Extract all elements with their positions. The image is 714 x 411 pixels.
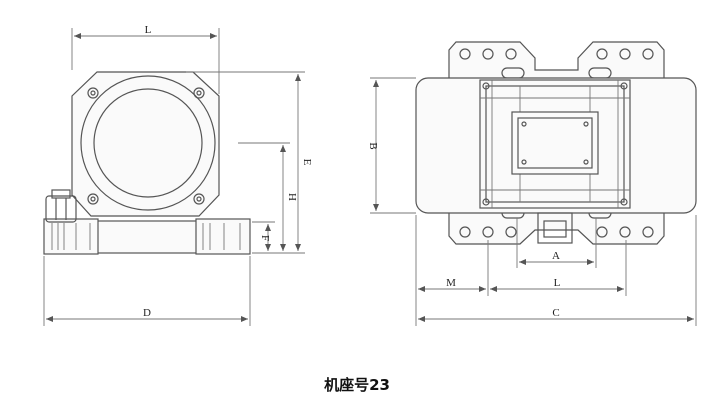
terminal-screws (521, 121, 589, 165)
dim-l-bottom: L (554, 277, 561, 289)
front-bolts (87, 87, 205, 205)
front-left-foot (43, 218, 99, 255)
dim-l-top: L (145, 24, 152, 36)
front-dimensions: L E H F D (43, 24, 313, 326)
top-frame-bolts (482, 82, 628, 206)
top-dimensions: B A M L C (367, 77, 697, 326)
front-view (43, 71, 251, 255)
front-inner-ring (93, 88, 203, 198)
dim-b: B (367, 142, 379, 149)
figure-caption: 机座号23 (324, 376, 390, 394)
cable-gland-icon (45, 189, 77, 223)
top-cable-gland-icon (537, 212, 573, 244)
dim-h: H (286, 193, 298, 201)
dim-e: E (301, 159, 313, 166)
front-base (96, 220, 198, 254)
terminal-box-cover (517, 117, 593, 169)
top-view (415, 41, 697, 245)
top-frame-inner (485, 85, 625, 203)
front-foot-shading (51, 223, 241, 250)
dim-c: C (552, 307, 559, 319)
front-right-foot (195, 218, 251, 255)
top-frame-ribs (480, 80, 630, 208)
dim-f: F (259, 235, 271, 241)
terminal-box (511, 111, 599, 175)
dim-a: A (552, 250, 560, 262)
front-outer-ring (80, 75, 216, 211)
dim-m: M (446, 277, 456, 289)
dim-d: D (143, 307, 151, 319)
